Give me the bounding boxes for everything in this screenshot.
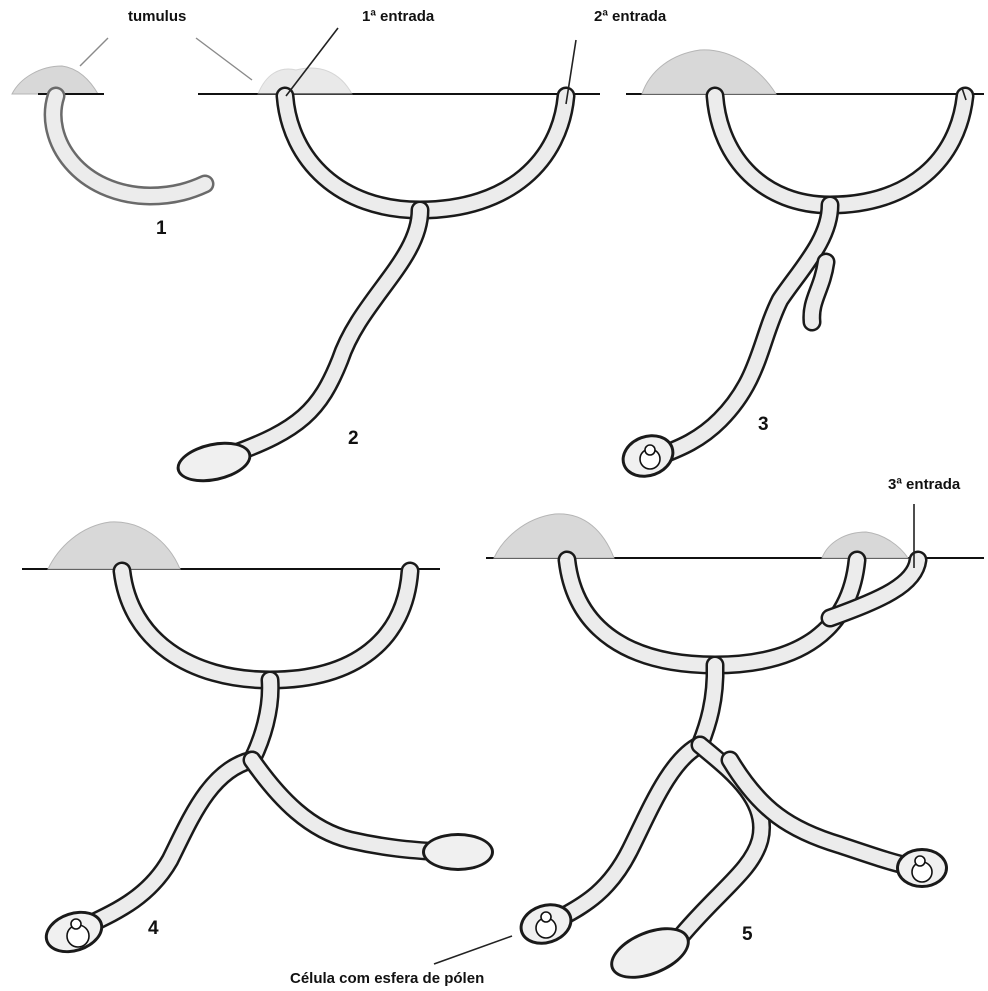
stage-number-2: 2 [348,428,359,450]
tumulus-leader-left [80,38,108,66]
entrance-2-label: 2ª entrada [594,8,666,25]
stage-5 [434,504,984,989]
stage-3 [615,50,984,485]
tumulus-mound-4 [48,522,180,569]
tunnel-stage-1 [53,96,205,196]
stage-2 [173,28,600,488]
tumulus-mound-5a [494,514,614,558]
tunnel-gallery-4 [122,571,410,680]
tunnel-gallery-2 [285,96,566,210]
stage-number-4: 4 [148,918,159,940]
entrance-3-label: 3ª entrada [888,476,960,493]
tunnel-shaft-2 [230,210,420,455]
entrance-1-label: 1ª entrada [362,8,434,25]
stage-number-1: 1 [156,218,167,240]
cell-caption-label: Célula com esfera de pólen [290,970,484,987]
tunnel-shaft-3 [662,205,830,455]
tumulus-mound-3 [642,50,776,94]
tumulus-leader-right [196,38,252,80]
tumulus-mound-5b [822,532,908,558]
stage-4 [22,522,494,960]
tunnel-gallery-5 [567,560,857,665]
stage-number-5: 5 [742,924,753,946]
tunnel-gallery-3 [715,96,965,205]
cell-caption-leader [434,936,512,964]
tumulus-label: tumulus [128,8,186,25]
stage-1 [12,38,205,196]
tunnel-left-branch-4 [88,760,252,925]
stage-number-3: 3 [758,414,769,436]
